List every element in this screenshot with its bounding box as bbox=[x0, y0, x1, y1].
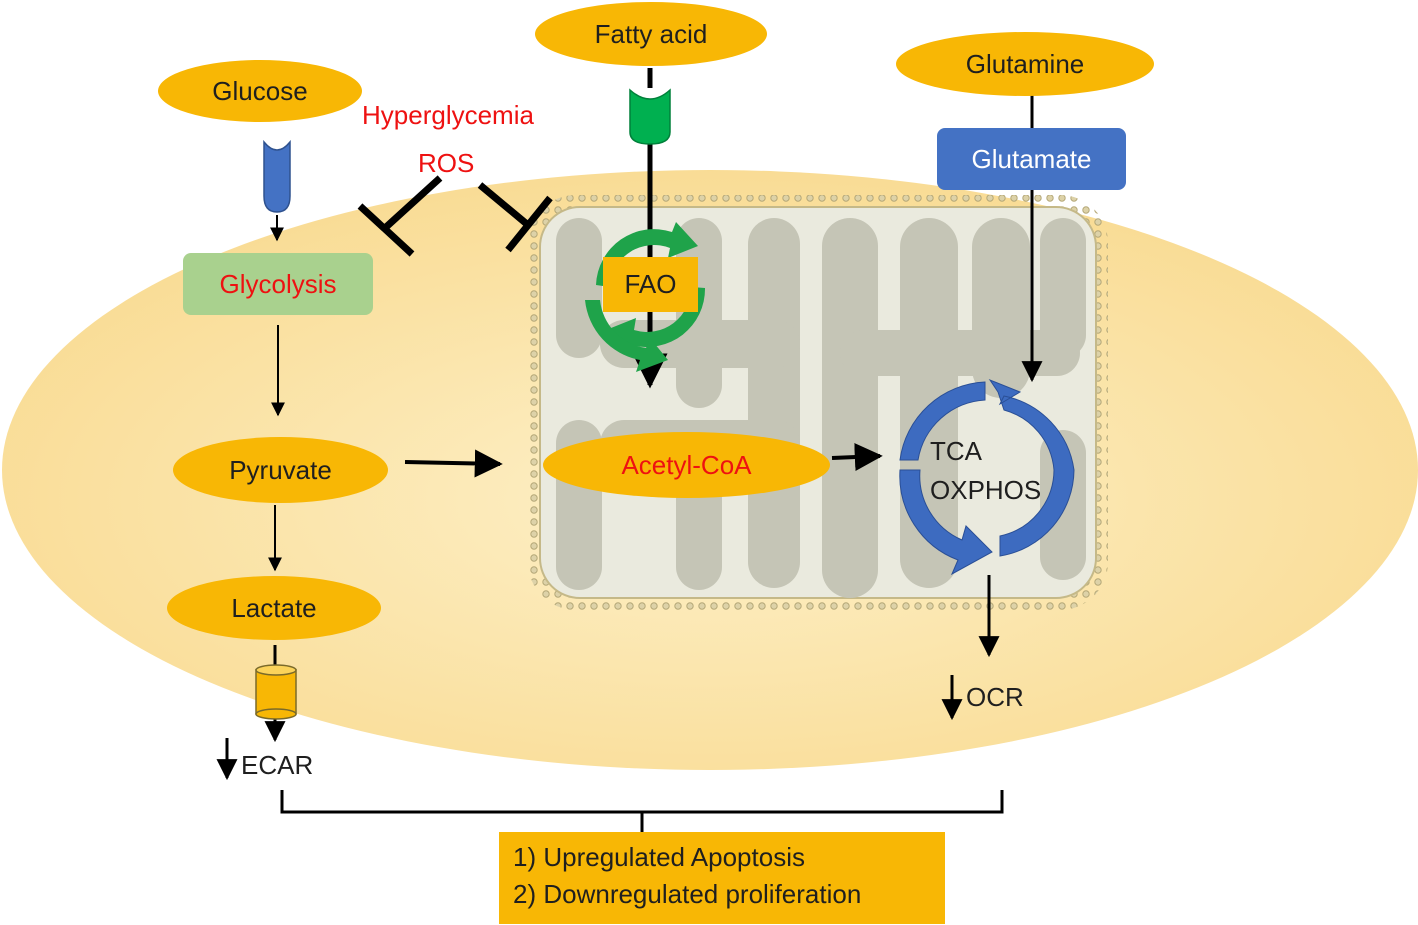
lactate-transporter bbox=[255, 664, 297, 720]
lactate-label: Lactate bbox=[231, 592, 317, 623]
fao-cycle-icon bbox=[585, 222, 706, 372]
acetyl-coa-node: Acetyl-CoA bbox=[543, 432, 830, 498]
ros-label: ROS bbox=[418, 148, 475, 178]
ocr-label: OCR bbox=[966, 682, 1024, 712]
inhibitor-glycolysis bbox=[382, 175, 443, 231]
glucose-label: Glucose bbox=[212, 75, 308, 106]
outcome-box: 1) Upregulated Apoptosis 2) Downregulate… bbox=[499, 832, 945, 924]
tca-label: TCA bbox=[930, 436, 982, 466]
acetyl-coa-label: Acetyl-CoA bbox=[621, 449, 752, 480]
lactate-node: Lactate bbox=[167, 576, 381, 640]
fatty-acid-label: Fatty acid bbox=[594, 18, 708, 49]
glucose-node: Glucose bbox=[158, 60, 362, 122]
fatty-acid-transporter bbox=[629, 88, 671, 145]
glutamine-node: Glutamine bbox=[896, 32, 1154, 96]
hyperglycemia-label: Hyperglycemia bbox=[362, 100, 534, 130]
cristae bbox=[556, 218, 1086, 598]
glycolysis-label: Glycolysis bbox=[219, 268, 337, 299]
tca-cycle-icon bbox=[899, 378, 1075, 576]
pyruvate-label: Pyruvate bbox=[229, 454, 332, 485]
fatty-acid-node: Fatty acid bbox=[535, 2, 767, 66]
pyruvate-node: Pyruvate bbox=[173, 437, 388, 503]
glutamate-label: Glutamate bbox=[971, 143, 1092, 174]
arrow-acetylcoa-tca bbox=[831, 443, 883, 472]
ecar-label: ECAR bbox=[241, 750, 314, 780]
outcome-line-2: 2) Downregulated proliferation bbox=[513, 879, 862, 909]
inhibitor-fao-bar bbox=[505, 195, 553, 253]
inhibitor-glycolysis-bar bbox=[357, 203, 415, 257]
arrow-pyruvate-acetylcoa bbox=[404, 449, 503, 478]
glycolysis-box: Glycolysis bbox=[183, 253, 373, 315]
outcome-bracket bbox=[280, 790, 1004, 814]
fao-box: FAO bbox=[603, 257, 698, 312]
oxphos-label: OXPHOS bbox=[930, 475, 1042, 505]
glutamine-label: Glutamine bbox=[965, 48, 1085, 79]
glutamate-box: Glutamate bbox=[937, 128, 1126, 190]
fao-label: FAO bbox=[624, 269, 677, 299]
glucose-transporter bbox=[263, 139, 291, 213]
outcome-line-1: 1) Upregulated Apoptosis bbox=[513, 842, 805, 872]
inhibitor-fao bbox=[477, 182, 531, 228]
